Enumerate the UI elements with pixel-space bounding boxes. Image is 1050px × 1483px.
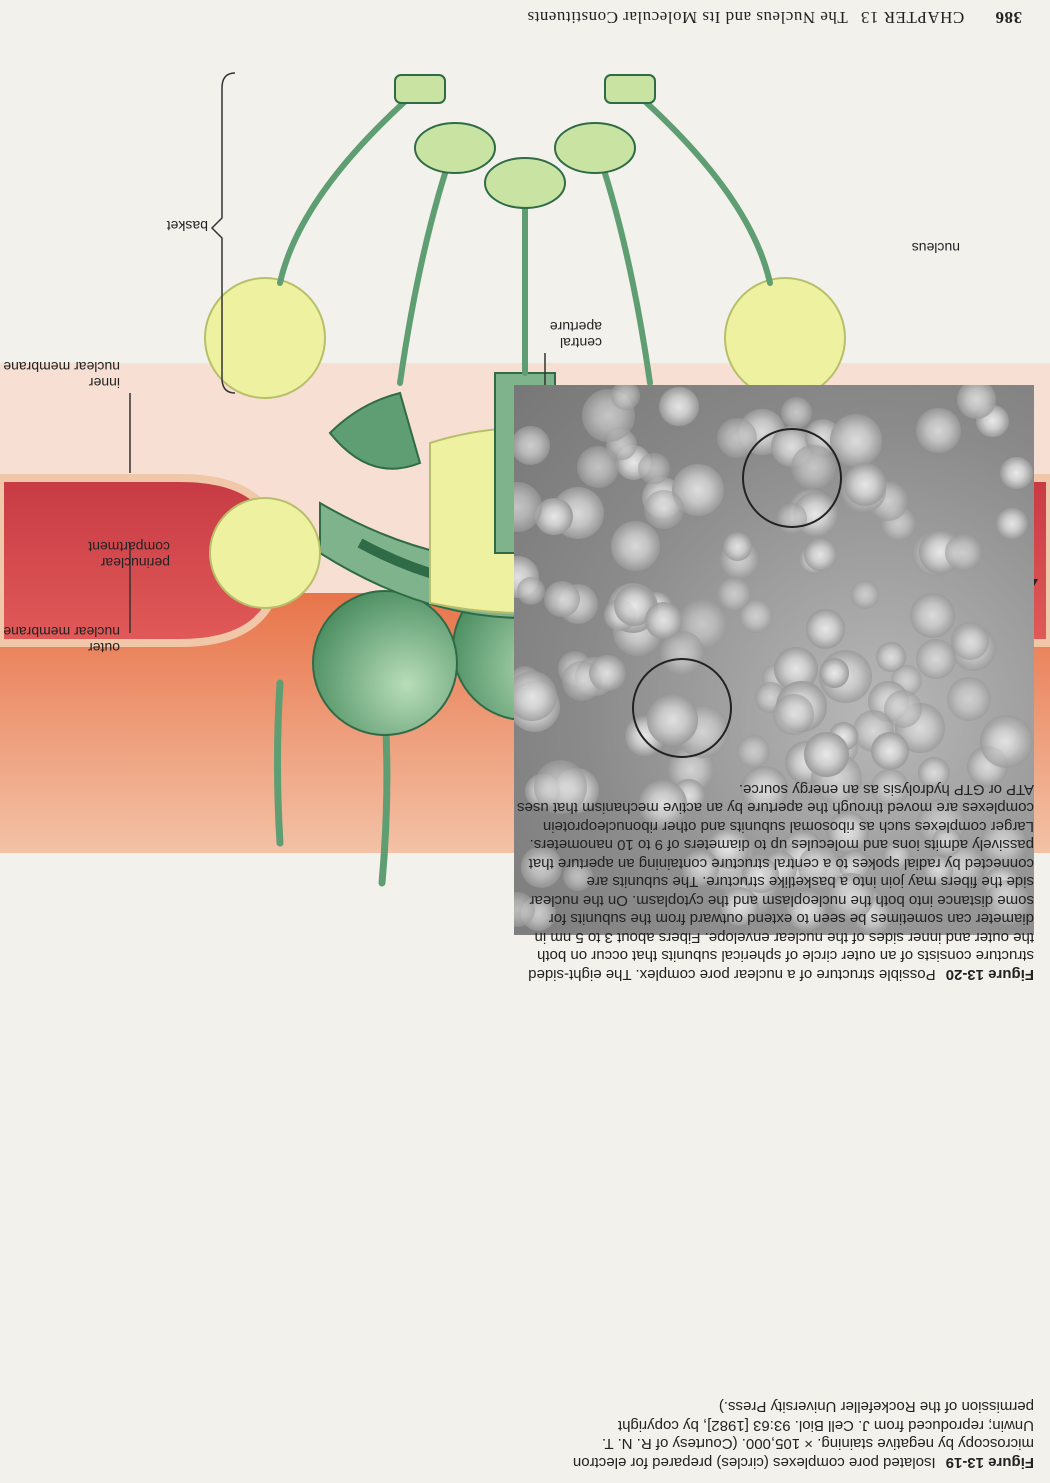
pore-complex-blob [916, 408, 961, 453]
label-basket: basket [167, 218, 208, 234]
pore-complex-blob [514, 425, 551, 466]
basket-bracket [210, 72, 236, 394]
pore-complex-blob [980, 714, 1034, 768]
pore-complex-blob [803, 537, 838, 572]
figure-13-20-caption: Figure 13-20Possible structure of a nucl… [514, 780, 1034, 983]
pore-complex-blob [850, 580, 880, 609]
pore-complex-blob [610, 521, 661, 572]
figure-13-20-label: Figure 13-20 [945, 966, 1034, 983]
pore-complex-blob [944, 533, 982, 571]
pore-complex-blob [996, 507, 1028, 540]
pore-complex-blob [871, 731, 910, 770]
label-perinuclear: perinuclearcompartment [88, 539, 170, 571]
pore-complex-blob [805, 609, 846, 649]
pore-complex-blob [589, 655, 626, 692]
label-nucleus: nucleus [912, 240, 960, 256]
pore-complex-blob [950, 621, 989, 660]
label-central-aperture: centralaperture [550, 319, 602, 351]
pore-complex-blob [780, 397, 812, 429]
pore-complex-blob [804, 732, 849, 777]
label-outer-membrane: outernuclear membrane [3, 624, 120, 656]
figure-13-19-label: Figure 13-19 [945, 1454, 1034, 1471]
highlight-circle [632, 658, 732, 758]
pore-complex-blob [576, 446, 619, 489]
pore-complex-blob [644, 489, 684, 530]
basket-fibers [277, 85, 773, 386]
pore-complex-blob [638, 452, 670, 484]
pore-complex-blob [915, 639, 956, 680]
pore-complex-blob [516, 576, 545, 606]
pore-complex-blob [909, 592, 956, 638]
pore-complex-blob [820, 658, 850, 688]
pore-complex-blob [773, 694, 814, 735]
pore-complex-blob [876, 642, 906, 672]
pore-complex-blob [611, 385, 641, 410]
pore-complex-blob [659, 386, 699, 426]
pore-complex-blob [736, 734, 771, 769]
pore-complex-blob [843, 463, 887, 506]
basket-ring [394, 74, 656, 209]
pore-complex-blob [723, 532, 753, 561]
figure-13-20-text: Possible structure of a nuclear pore com… [517, 781, 1034, 983]
nuclear-spoke-right [328, 391, 422, 470]
figure-13-19-caption: Figure 13-19Isolated pore complexes (cir… [554, 1397, 1034, 1472]
pore-complex-blob [946, 677, 991, 722]
highlight-circle [742, 428, 842, 528]
label-inner-membrane: innernuclear membrane [3, 359, 120, 391]
pore-complex-blob [645, 601, 683, 639]
pore-complex-blob [1000, 456, 1033, 489]
